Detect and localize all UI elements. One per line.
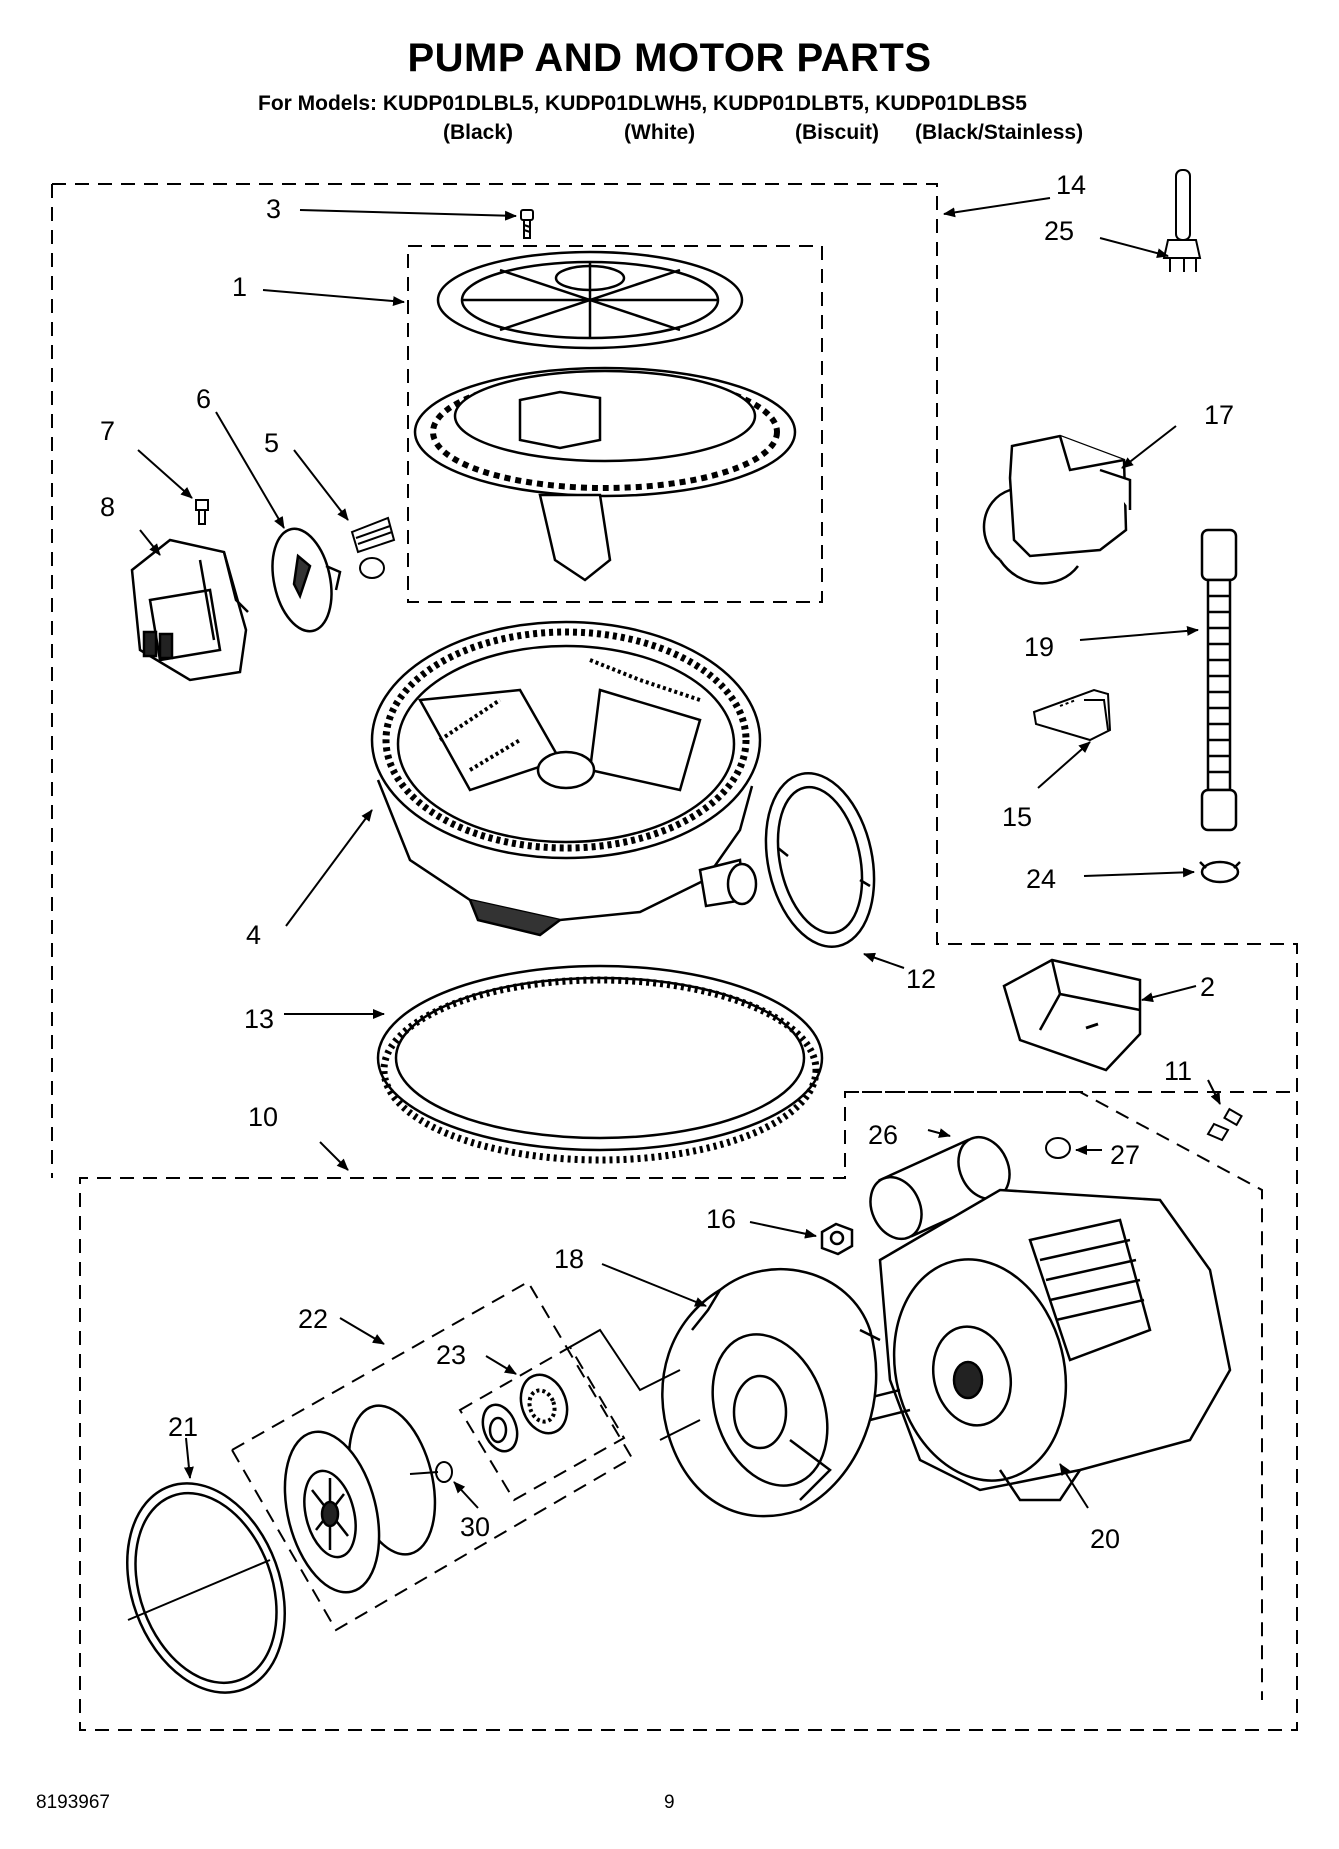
models-line: For Models: KUDP01DLBL5, KUDP01DLWH5, KU… (258, 92, 1027, 115)
callout-11: 11 (1164, 1056, 1192, 1086)
part-22-impeller (283, 1404, 437, 1594)
part-6-disc (271, 527, 342, 633)
callout-18: 18 (554, 1244, 584, 1274)
callout-15: 15 (1002, 802, 1032, 832)
callout-2: 2 (1200, 972, 1215, 1002)
part-18-pump-housing (661, 1268, 881, 1518)
part-20-motor (858, 1188, 1232, 1502)
part-7-screw (195, 499, 209, 525)
part-30-washer (435, 1461, 453, 1483)
seal-group-boundary (230, 1280, 634, 1632)
callout-7: 7 (100, 416, 115, 446)
callout-19: 19 (1024, 632, 1054, 662)
part-27-washer (1045, 1137, 1071, 1159)
callout-5: 5 (264, 428, 279, 458)
callout-17: 17 (1204, 400, 1234, 430)
part-8-diverter-motor (130, 538, 249, 682)
callout-6: 6 (196, 384, 211, 414)
part-1-spray-arm-cover (436, 250, 744, 350)
part-13-seal-ring (376, 964, 824, 1164)
callout-25: 25 (1044, 216, 1074, 246)
callout-12: 12 (906, 964, 936, 994)
page-number: 9 (664, 1792, 675, 1813)
bearing-group-boundary (458, 1345, 626, 1502)
callout-20: 20 (1090, 1524, 1120, 1554)
color-black-stainless: (Black/Stainless) (915, 121, 1084, 144)
leader-arrows (137, 197, 1221, 1509)
part-19-hose (1200, 528, 1238, 832)
callout-1: 1 (232, 272, 247, 302)
part-1-spray-arm-housing (413, 366, 797, 582)
callout-14: 14 (1056, 170, 1086, 200)
callout-24: 24 (1026, 864, 1056, 894)
callout-30: 30 (460, 1512, 490, 1542)
color-white: (White) (624, 121, 696, 144)
callout-16: 16 (706, 1204, 736, 1234)
part-16-nut (820, 1222, 854, 1256)
callout-27: 27 (1110, 1140, 1140, 1170)
upper-assembly-boundary (51, 183, 1298, 1731)
part-4-sump (370, 620, 762, 937)
callout-26: 26 (868, 1120, 898, 1150)
part-23-bearing (481, 1373, 569, 1453)
part-number: 8193967 (36, 1792, 110, 1813)
part-26-capacitor (869, 1135, 1011, 1241)
motor-group-boundary (845, 1091, 1263, 1700)
part-11-screw (1206, 1107, 1243, 1142)
part-24-clamp (1199, 860, 1241, 884)
color-black: (Black) (443, 121, 514, 144)
part-21-o-ring (126, 1482, 286, 1694)
page-title: PUMP AND MOTOR PARTS (407, 36, 932, 80)
part-25-sensor (1162, 169, 1202, 272)
part-17-bracket (982, 434, 1132, 585)
callout-13: 13 (244, 1004, 274, 1034)
spray-arm-group-boundary (407, 245, 823, 603)
part-3-screw (520, 209, 534, 239)
part-2-cover (1002, 958, 1142, 1072)
callout-4: 4 (246, 920, 261, 950)
callout-3: 3 (266, 194, 281, 224)
color-biscuit: (Biscuit) (795, 121, 879, 144)
callout-22: 22 (298, 1304, 328, 1334)
alignment-lines (127, 1328, 701, 1621)
part-15-clip (1032, 688, 1112, 742)
callout-10: 10 (248, 1102, 278, 1132)
callout-8: 8 (100, 492, 115, 522)
callout-21: 21 (168, 1412, 198, 1442)
part-12-ring (764, 771, 876, 949)
part-5-flapper (350, 516, 396, 579)
callout-23: 23 (436, 1340, 466, 1370)
group-boundaries (51, 183, 1298, 1731)
